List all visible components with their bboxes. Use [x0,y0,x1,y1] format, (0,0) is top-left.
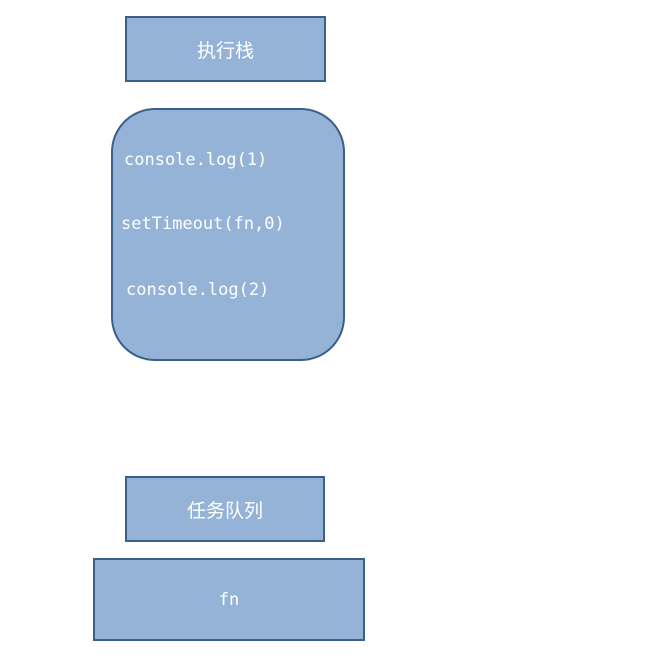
execution-stack-box: console.log(1) setTimeout(fn,0) console.… [111,108,345,361]
stack-item-console-log-1: console.log(1) [124,150,268,170]
execution-stack-title: 执行栈 [125,16,326,82]
stack-item-console-log-2: console.log(2) [126,280,270,300]
stack-item-settimeout: setTimeout(fn,0) [121,214,285,234]
task-queue-title: 任务队列 [125,476,325,542]
task-queue-item-fn: fn [93,558,365,641]
